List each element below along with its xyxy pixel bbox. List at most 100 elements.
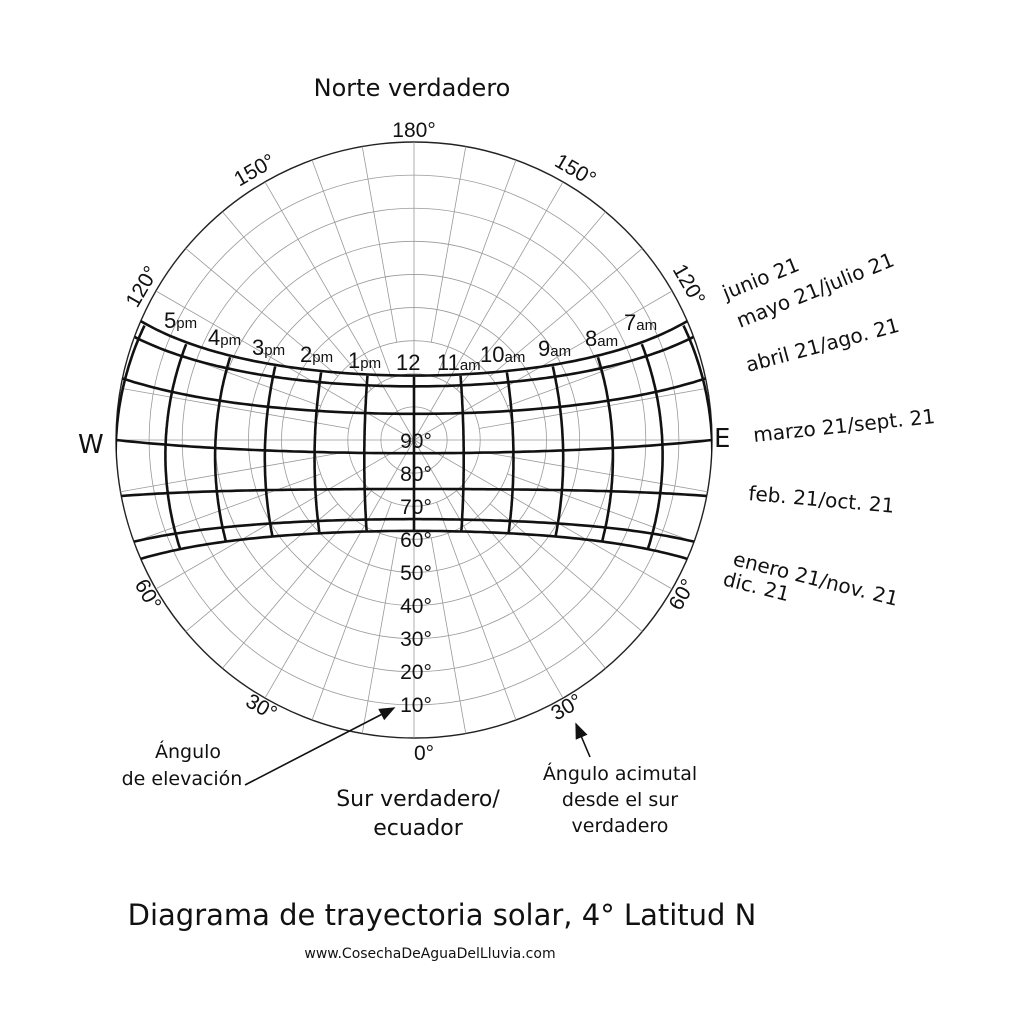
elevation-arrow [244,707,396,786]
south-label: ecuador [373,816,463,841]
date-label-feb-oct: feb. 21/oct. 21 [748,481,896,518]
azimuth-line [479,387,708,429]
hour-label: 8am [585,326,618,351]
azimuth-line [185,503,339,632]
elevation-label: 70° [400,496,432,519]
hour-line [263,366,277,537]
azimuth-note: verdadero [572,815,669,837]
azimuth-line [361,146,398,343]
elevation-label: 30° [400,628,432,651]
hour-suffix: am [597,333,618,350]
sun-paths [116,310,712,570]
elevation-labels: 90° 80° 70° 60° 50° 40° 30° 20° 10° 0° [400,430,434,765]
azimuth-line [120,451,349,493]
hour-label: 4pm [208,325,241,350]
elevation-note: Ángulo [155,740,221,763]
hour-line [362,375,369,532]
east-label: E [714,424,730,454]
azimuth-note: desde el sur [562,789,678,811]
hour-suffix: pm [312,349,333,366]
hour-suffix: pm [360,355,381,372]
azimuth-line [361,537,398,734]
hour-line [213,356,232,542]
azimuth-label-60-east: 60° [664,575,700,614]
hour-suffix: pm [176,315,197,332]
south-label: Sur verdadero/ [336,787,500,812]
elevation-label: 0° [414,742,434,765]
hour-number: 9 [538,336,550,361]
hour-line [551,366,565,537]
elevation-label: 90° [400,430,432,453]
north-label: Norte verdadero [314,74,511,102]
elevation-label: 10° [400,694,432,717]
hour-number: 8 [585,326,597,351]
hour-number: 3 [252,335,264,360]
elevation-label: 60° [400,529,432,552]
azimuth-line [413,181,564,441]
hour-number: 11 [437,350,460,375]
azimuth-label-30-west: 30° [242,689,281,725]
azimuth-label-120-west: 120° [122,262,164,311]
azimuth-line [264,439,415,699]
azimuth-line [489,248,643,377]
hour-line [459,375,466,532]
date-path [125,310,703,377]
west-label: W [78,430,104,460]
azimuth-line [222,211,372,390]
azimuth-line [436,502,517,721]
azimuth-line [456,211,606,390]
azimuth-label-150-west: 150° [230,150,279,192]
azimuth-label-120-east: 120° [668,260,710,309]
azimuth-line [264,181,415,441]
hour-line [596,356,615,542]
date-labels: junio 21 mayo 21/julio 21 abril 21/ago. … [718,248,936,611]
hour-number: 7 [624,310,636,335]
hour-line [505,372,515,534]
hour-suffix: am [460,357,481,374]
azimuth-line [311,159,392,378]
hour-line [313,372,323,534]
azimuth-line [413,439,673,590]
azimuth-line [489,503,643,632]
azimuth-line [311,502,392,721]
elevation-label: 80° [400,463,432,486]
hour-label: 5pm [164,308,197,333]
azimuth-label-150-east: 150° [551,150,600,192]
azimuth-line [436,159,517,378]
hour-line [640,343,664,550]
hour-label: 10am [480,342,525,367]
azimuth-line [185,248,339,377]
azimuth-label-180: 180° [392,119,435,142]
elevation-label: 40° [400,595,432,618]
azimuth-line [430,146,467,343]
hour-line [164,343,188,550]
azimuth-label-60-west: 60° [130,575,166,614]
hour-number: 1 [348,348,360,373]
elevation-label: 20° [400,661,432,684]
azimuth-line [413,439,564,699]
hour-label: 11am [437,350,481,375]
hour-suffix: pm [264,342,285,359]
azimuth-line [430,537,467,734]
azimuth-line [456,490,606,669]
azimuth-line [507,473,695,543]
azimuth-line [222,490,372,669]
hour-label: 3pm [252,335,285,360]
hour-label: 9am [538,336,571,361]
hour-suffix: am [636,317,657,334]
date-label-mar-sep: marzo 21/sept. 21 [752,404,936,447]
website-link[interactable]: www.CosechaDeAguaDelLluvia.com [304,946,555,962]
hour-number: 5 [164,308,176,333]
azimuth-line [133,473,321,543]
elevation-note: de elevación [122,768,243,790]
azimuth-line [120,387,349,429]
hour-label: 7am [624,310,657,335]
azimuth-label-30-east: 30° [547,689,586,725]
hour-suffix: am [504,349,525,366]
hour-number: 10 [480,342,504,367]
hour-number: 2 [300,342,312,367]
hour-label: 1pm [348,348,381,373]
azimuth-arrow [575,722,591,758]
